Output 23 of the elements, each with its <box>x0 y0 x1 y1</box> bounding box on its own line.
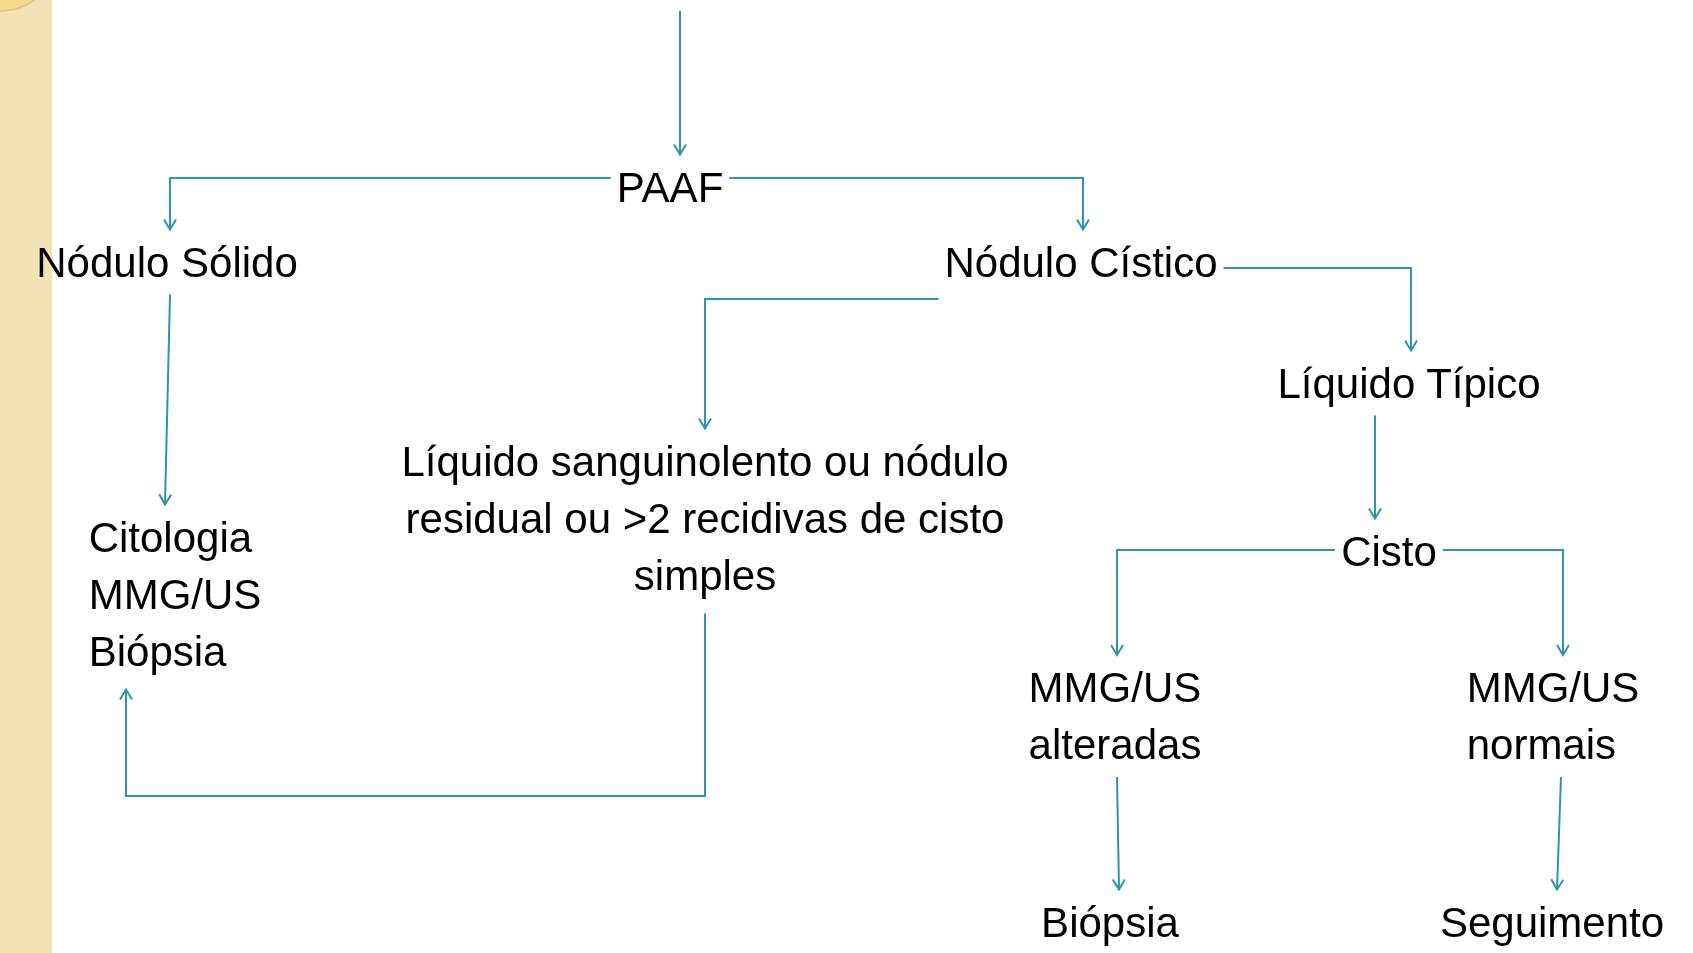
arrow <box>1110 549 1337 656</box>
arrow <box>698 298 940 430</box>
flow-step-label: Biópsia <box>1041 893 1179 951</box>
arrow <box>1550 776 1565 891</box>
flow-step-label: Seguimento <box>1439 893 1665 951</box>
flow-step-label: Citologia MMG/US Biópsia <box>88 508 262 680</box>
flow-step-label: Líquido sanguinolento ou nódulo residual ou >2 recidivas de cisto simples <box>385 432 1025 604</box>
arrow <box>158 293 173 506</box>
flow-step-label: MMG/US normais <box>1466 659 1640 773</box>
arrow <box>1222 267 1418 352</box>
arrow <box>1368 414 1382 520</box>
flow-step-label: MMG/US alteradas <box>1028 659 1202 773</box>
arrow <box>1441 549 1570 656</box>
flow-step-label: Líquido Típico <box>1277 354 1541 412</box>
arrow <box>163 177 612 231</box>
arrow <box>1111 776 1126 891</box>
flow-step-label: PAAF <box>616 158 724 216</box>
arrow <box>728 177 1090 231</box>
flow-step-label: Nódulo Cístico <box>944 233 1218 291</box>
flow-step-label: Cisto <box>1341 522 1437 580</box>
arrow <box>673 10 687 156</box>
arrow <box>119 612 706 797</box>
flow-step-label: Nódulo Sólido <box>36 233 298 291</box>
